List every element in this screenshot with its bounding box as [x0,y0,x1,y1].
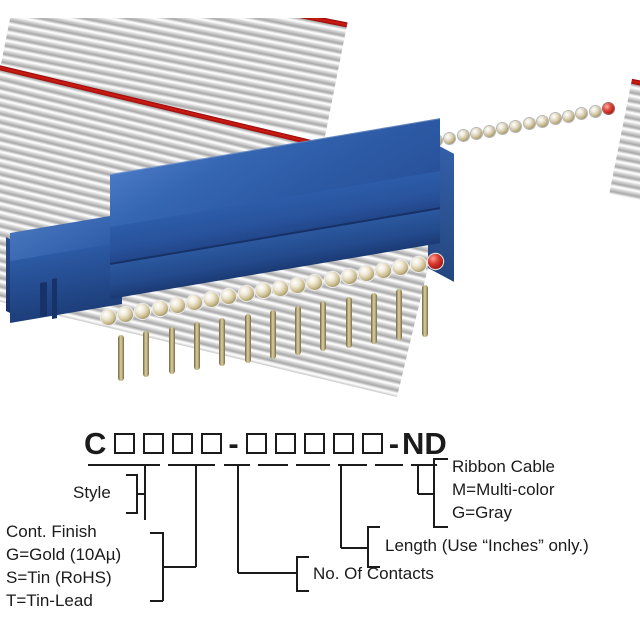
connector-contact [169,298,185,314]
callout-ribbon-cable-line-3: G=Gray [452,503,512,522]
connector-contact [290,277,306,293]
connector-notch-1 [40,281,47,317]
connector-contact [238,286,254,302]
connector-pin [118,335,124,381]
callout-length-note: (Use “Inches” only.) [441,536,589,555]
part-number-box-5 [245,433,267,454]
ribbon-conductor-end [536,115,548,127]
part-number-box-6 [274,433,296,454]
callout-cont-finish-line-3: S=Tin (RoHS) [6,568,112,587]
part-number-box-7 [303,433,325,454]
part-number-string: C - - ND [84,428,447,459]
connector-pin [219,318,226,367]
ribbon-conductor-end [523,118,535,130]
callout-ribbon-cable-line-2: M=Multi-color [452,480,555,499]
ribbon-conductor-end [470,127,482,139]
connector-notch-2 [52,278,57,319]
connector-contact [152,301,168,317]
ribbon-conductor-end [589,105,601,117]
part-number-box-8 [332,433,354,454]
callout-ribbon-cable-line-1: Ribbon Cable [452,457,556,476]
connector-contact [393,259,409,275]
callout-length: Length (Use “Inches” only.) [385,536,589,556]
ribbon-conductor-end [444,132,456,144]
connector-contact [273,280,288,296]
connector-pin [396,288,403,341]
part-number-diagram: C - - ND [0,415,640,640]
connector-pin [345,297,352,348]
connector-contact-stripe [427,253,443,269]
ribbon-conductor-end [484,125,495,137]
connector-contact [359,265,374,281]
leader-lines [88,457,448,603]
connector-pin [244,314,251,363]
connector-pin [320,301,327,352]
connector-pin [371,293,377,344]
callout-style: Style [73,483,111,502]
connector-contact [187,295,202,311]
part-number-dash-1: - [228,426,239,461]
connector-contact [324,271,340,287]
part-number-dash-2: - [388,426,400,461]
callout-length-label: Length [385,536,437,555]
connector-pin [143,330,150,378]
ribbon-conductor-end [510,120,522,132]
ribbon-conductor-end-stripe [602,103,614,115]
product-photo [0,0,640,420]
connector-pin [421,284,428,337]
part-number-box-3 [172,433,194,454]
part-number-box-9 [361,433,383,454]
connector-pin [295,305,302,356]
callout-no-of-contacts: No. Of Contacts [313,564,434,583]
ribbon-conductor-end [497,123,509,135]
connector-contact [341,268,357,284]
connector-pin [168,326,175,374]
callout-cont-finish-line-1: Cont. Finish [6,522,97,541]
part-number-box-2 [143,433,165,454]
connector-contact [376,262,392,278]
photo-mask-top [0,0,640,18]
idc-dip-connector [0,118,520,420]
ribbon-conductor-end [457,130,469,142]
callout-cont-finish-line-4: T=Tin-Lead [6,591,93,610]
ribbon-conductor-end [563,110,575,122]
callout-cont-finish-line-2: G=Gold (10Aµ) [6,545,122,564]
part-number-suffix: ND [402,426,447,461]
ribbon-conductor-end [576,108,588,120]
connector-pin [269,309,276,359]
connector-contact [221,289,237,305]
part-number-box-1 [114,433,136,454]
connector-pin [193,322,200,370]
connector-contact [135,304,151,320]
connector-contact [101,310,116,325]
connector-contact [204,292,220,308]
connector-contact [118,307,134,323]
connector-contact [307,274,323,290]
connector-contact [255,283,271,299]
part-number-box-4 [201,433,223,454]
connector-contact [410,256,426,272]
part-number-prefix: C [84,426,107,461]
ribbon-conductor-end [550,113,561,125]
